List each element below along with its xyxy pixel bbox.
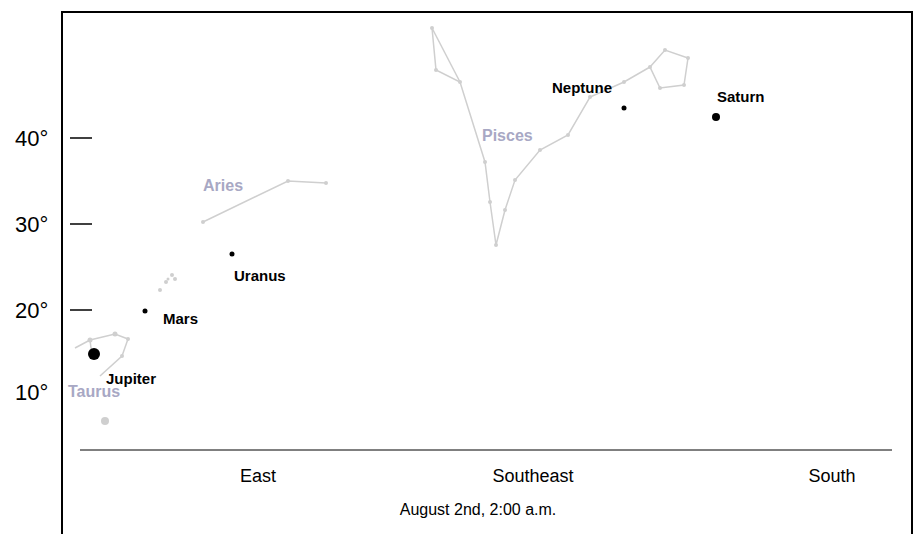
constellation-name: Aries bbox=[203, 178, 243, 194]
planet-name: Saturn bbox=[717, 89, 765, 104]
planet-dots bbox=[88, 106, 720, 361]
axis-label: 20° bbox=[15, 300, 48, 322]
constellation-stars bbox=[88, 26, 691, 425]
constellation-lines bbox=[75, 28, 688, 376]
planet-name: Uranus bbox=[234, 268, 286, 283]
axis-label: 10° bbox=[15, 382, 48, 404]
horizon-line bbox=[80, 450, 892, 451]
direction-label: East bbox=[240, 467, 276, 485]
planet-name: Mars bbox=[163, 311, 198, 326]
direction-label: Southeast bbox=[492, 467, 573, 485]
constellation-name: Taurus bbox=[67, 384, 121, 400]
planet-name: Neptune bbox=[552, 80, 612, 95]
direction-label: South bbox=[808, 467, 855, 485]
chart-caption: August 2nd, 2:00 a.m. bbox=[400, 502, 557, 518]
axis-label: 40° bbox=[15, 128, 48, 150]
axis-label: 30° bbox=[15, 214, 48, 236]
frame bbox=[62, 12, 912, 534]
constellation-name: Pisces bbox=[482, 128, 533, 144]
planet-name: Jupiter bbox=[106, 371, 156, 386]
